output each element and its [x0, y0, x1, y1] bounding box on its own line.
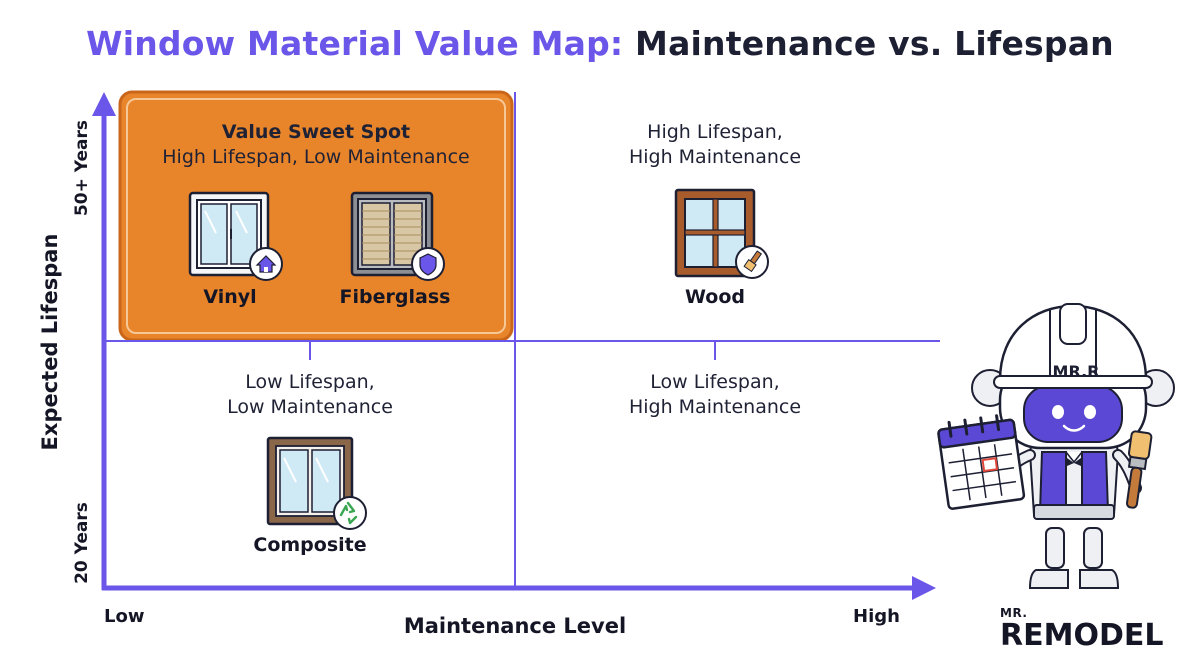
material-wood: Wood	[685, 286, 745, 308]
bottom-right-line1: Low Lifespan,	[650, 371, 780, 393]
material-vinyl: Vinyl	[203, 286, 257, 308]
quadrant-bottom-left-label: Low Lifespan, Low Maintenance	[170, 370, 450, 420]
y-axis-label: Expected Lifespan	[38, 233, 62, 451]
home-icon	[249, 247, 283, 281]
y-tick-low: 20 Years	[72, 502, 92, 584]
sweet-spot-label: Value Sweet Spot High Lifespan, Low Main…	[127, 120, 505, 170]
quadrant-top-right-label: High Lifespan, High Maintenance	[575, 120, 855, 170]
x-axis-label: Maintenance Level	[403, 614, 627, 638]
top-right-line1: High Lifespan,	[647, 121, 783, 143]
logo-wordmark: REMODEL	[1000, 618, 1164, 653]
y-tick-high: 50+ Years	[72, 119, 92, 217]
shield-icon	[411, 247, 445, 281]
sweet-spot-title: Value Sweet Spot	[221, 121, 411, 143]
vinyl-window-icon	[188, 191, 270, 277]
sweet-spot-subtitle: High Lifespan, Low Maintenance	[162, 146, 470, 168]
x-tick-high: High	[853, 606, 900, 627]
x-axis	[102, 576, 936, 600]
brand-logo: MR. REMODEL	[1000, 606, 1180, 656]
mascot-robot: MR.R	[937, 303, 1175, 589]
material-fiberglass: Fiberglass	[339, 286, 451, 308]
calendar-icon	[937, 414, 1026, 510]
x-tick-low: Low	[104, 606, 145, 627]
wood-window-icon	[674, 188, 756, 278]
bottom-left-line1: Low Lifespan,	[245, 371, 375, 393]
bottom-left-line2: Low Maintenance	[227, 396, 393, 418]
composite-window-icon	[266, 436, 354, 526]
title-accent: Window Material Value Map:	[86, 24, 624, 63]
title-rest: Maintenance vs. Lifespan	[635, 24, 1114, 63]
quadrant-bottom-right-label: Low Lifespan, High Maintenance	[575, 370, 855, 420]
paintbrush-icon	[735, 245, 769, 279]
page-title: Window Material Value Map: Maintenance v…	[0, 24, 1200, 63]
top-right-line2: High Maintenance	[628, 146, 802, 168]
y-axis	[92, 92, 116, 590]
recycle-icon	[333, 496, 367, 530]
held-paintbrush-icon	[1125, 430, 1153, 509]
bottom-right-line2: High Maintenance	[628, 396, 802, 418]
material-composite: Composite	[253, 534, 367, 556]
fiberglass-window-icon	[350, 191, 434, 277]
helmet-text: MR.R	[1053, 362, 1100, 381]
logo-small-text: MR.	[1000, 606, 1028, 620]
